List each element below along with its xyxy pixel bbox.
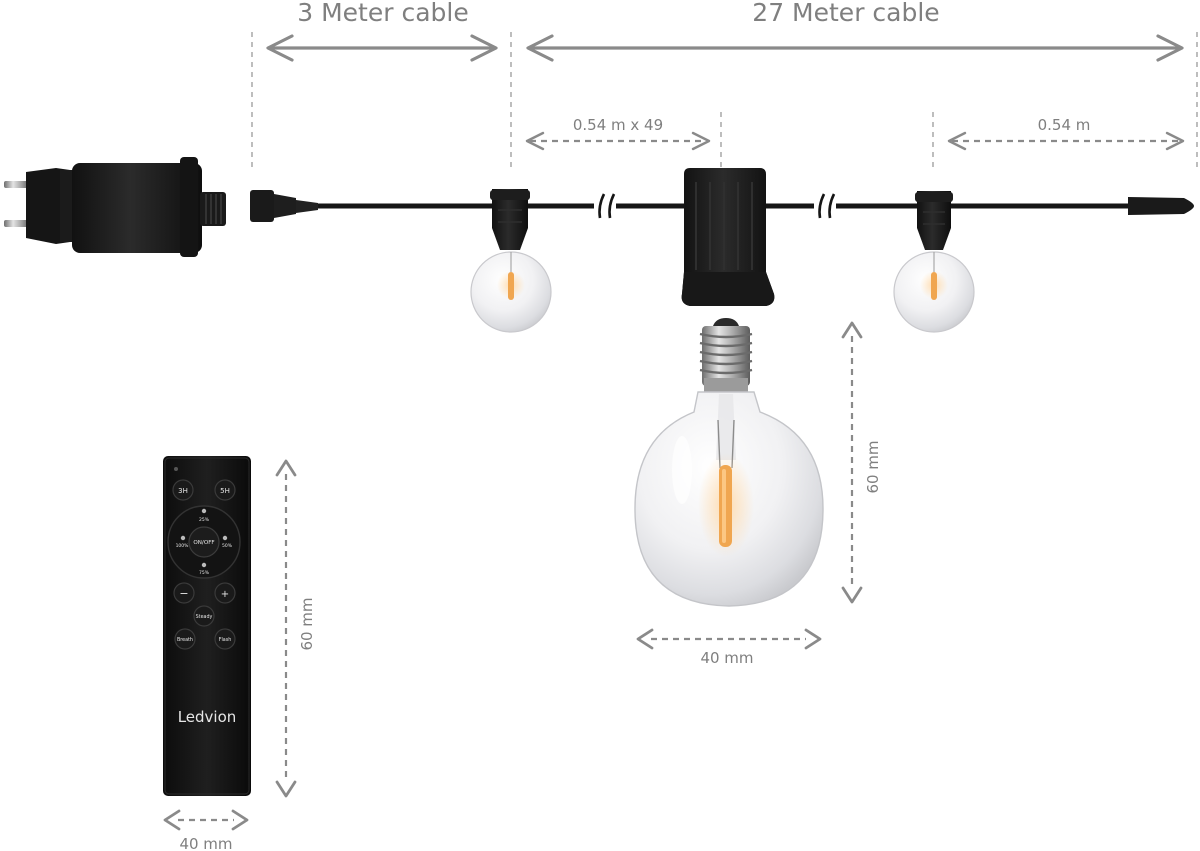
- bright-50-label: 50%: [222, 543, 233, 549]
- timer-5h-label: 5H: [220, 487, 230, 495]
- remote-height-arrow: [275, 459, 297, 798]
- power-button: [188, 526, 220, 558]
- bright-25-label: 25%: [199, 517, 210, 523]
- steady-button: [193, 605, 215, 627]
- steady-label: Steady: [196, 614, 213, 620]
- main-cable-dimension-arrow: [526, 34, 1184, 62]
- flash-label: Flash: [219, 637, 232, 643]
- bright-75-label: 75%: [199, 570, 210, 576]
- remote-brand-label: Ledvion: [178, 708, 237, 726]
- bulb-height-arrow: [841, 321, 863, 604]
- bulb-width-label: 40 mm: [700, 649, 753, 667]
- empty-bulb-socket: [681, 168, 775, 306]
- plus-button: [214, 582, 236, 604]
- string-bulb-last: [893, 191, 975, 333]
- timer-3h-button: [172, 479, 194, 501]
- spacing-repeat-label: 0.54 m x 49: [573, 116, 663, 134]
- minus-button: [173, 582, 195, 604]
- bright-100-label: 100%: [176, 543, 190, 549]
- bulb-width-arrow: [636, 628, 822, 650]
- remote-width-arrow: [163, 809, 249, 831]
- power-adapter: [4, 157, 226, 257]
- double-slash-break-icon: [814, 193, 836, 219]
- sun-icon: [180, 508, 228, 568]
- spacing-repeat-arrow: [525, 131, 711, 151]
- spacing-end-label: 0.54 m: [1038, 116, 1091, 134]
- remote-height-label: 60 mm: [298, 597, 316, 650]
- bulb-height-label: 60 mm: [864, 440, 882, 493]
- double-slash-break-icon: [594, 193, 616, 219]
- string-bulb-first: [470, 189, 552, 333]
- power-label: ON/OFF: [193, 540, 214, 546]
- breath-label: Breath: [177, 637, 193, 643]
- breath-button: [174, 628, 196, 650]
- main-cable-label: 27 Meter cable: [752, 0, 939, 27]
- remote-control: 3H 5H ON/OFF 25% 100% 50% 75% − + Steady…: [163, 456, 251, 796]
- spacing-end-arrow: [947, 131, 1185, 151]
- large-bulb: [634, 318, 824, 607]
- remote-width-label: 40 mm: [179, 835, 232, 851]
- lead-cable-dimension-arrow: [266, 34, 498, 62]
- plus-label: +: [221, 589, 229, 600]
- minus-label: −: [179, 587, 188, 600]
- lead-cable-label: 3 Meter cable: [297, 0, 468, 27]
- flash-button: [214, 628, 236, 650]
- timer-5h-button: [214, 479, 236, 501]
- timer-3h-label: 3H: [178, 487, 188, 495]
